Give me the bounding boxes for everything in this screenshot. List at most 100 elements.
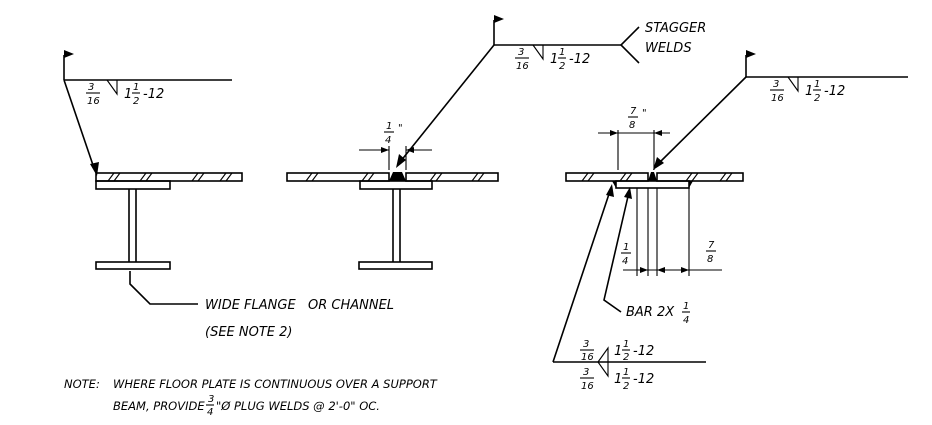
right-plate-hatch bbox=[581, 172, 733, 182]
left-detail: 3 16 1 1 2 -12 WIDE FLANGE OR CHANNEL (S… bbox=[63, 50, 394, 340]
middle-dim-arrow-l bbox=[381, 147, 389, 153]
right-bl-length-frac-den: 2 bbox=[623, 381, 629, 392]
right-bu-size-den: 16 bbox=[581, 352, 594, 363]
right-bl-size-den: 16 bbox=[581, 381, 594, 392]
middle-tail bbox=[619, 26, 640, 64]
right-low-arrow-2 bbox=[657, 267, 665, 273]
right-dim-b-den: 8 bbox=[707, 254, 713, 265]
right-bu-size-num: 3 bbox=[583, 339, 589, 350]
middle-pitch: -12 bbox=[569, 52, 590, 67]
right-bar-frac-den: 4 bbox=[683, 315, 689, 326]
note-line1: WHERE FLOOR PLATE IS CONTINUOUS OVER A S… bbox=[113, 377, 438, 391]
note-prefix: NOTE: bbox=[64, 377, 100, 391]
left-fillet-weld-symbol bbox=[106, 79, 118, 96]
right-bar-leader bbox=[603, 191, 630, 313]
right-flag bbox=[746, 50, 756, 58]
right-bu-length-frac-num: 1 bbox=[623, 339, 629, 350]
middle-fillet-weld-symbol bbox=[532, 44, 544, 61]
left-flag bbox=[64, 50, 74, 58]
middle-plate-right bbox=[405, 172, 499, 182]
right-length-whole: 1 bbox=[805, 84, 813, 99]
right-fillet-weld-symbol bbox=[787, 76, 799, 93]
right-plate-left bbox=[565, 172, 649, 182]
note-frac-den: 4 bbox=[207, 407, 213, 418]
left-beam-top-flange bbox=[95, 180, 171, 190]
middle-gap-mark: " bbox=[398, 123, 403, 134]
left-label-line1: WIDE FLANGE bbox=[205, 298, 296, 313]
left-beam-bottom-flange bbox=[95, 261, 171, 270]
right-pitch: -12 bbox=[824, 84, 845, 99]
right-detail: 7 8 " 3 16 1 1 2 -12 1 4 7 8 bbox=[552, 50, 908, 392]
left-arrow-head bbox=[90, 162, 99, 176]
right-length-frac-num: 1 bbox=[814, 79, 820, 90]
right-gap-den: 8 bbox=[629, 120, 635, 131]
right-bottom-arrow-head bbox=[606, 184, 614, 197]
right-bu-pitch: -12 bbox=[633, 344, 654, 359]
right-bar-frac-num: 1 bbox=[683, 301, 689, 312]
right-bar-leader-arrow bbox=[624, 187, 632, 199]
middle-length-whole: 1 bbox=[550, 52, 558, 67]
left-length-frac-den: 2 bbox=[133, 96, 139, 107]
left-floor-plate bbox=[95, 172, 243, 182]
note-line2a: BEAM, PROVIDE bbox=[113, 399, 205, 413]
right-gap-mark: " bbox=[642, 108, 647, 119]
right-bottom-arrow-leader bbox=[552, 187, 612, 363]
right-dim-b-num: 7 bbox=[708, 240, 715, 251]
right-arrow-head bbox=[653, 157, 664, 170]
middle-size-den: 16 bbox=[516, 61, 529, 72]
left-length-frac-num: 1 bbox=[133, 82, 139, 93]
middle-tail-line1: STAGGER bbox=[645, 21, 706, 36]
middle-size-num: 3 bbox=[518, 47, 524, 58]
right-length-frac-den: 2 bbox=[814, 93, 820, 104]
left-length-whole: 1 bbox=[124, 87, 132, 102]
middle-arrow-head bbox=[396, 154, 406, 168]
left-pitch: -12 bbox=[143, 87, 164, 102]
general-note: NOTE: WHERE FLOOR PLATE IS CONTINUOUS OV… bbox=[64, 377, 438, 418]
right-bl-length-frac-num: 1 bbox=[623, 367, 629, 378]
right-bl-size-num: 3 bbox=[583, 367, 589, 378]
right-low-arrow-3 bbox=[681, 267, 689, 273]
right-bu-length: 1 bbox=[614, 344, 622, 359]
middle-beam-top-flange bbox=[359, 180, 433, 190]
middle-detail: 1 4 " 3 16 1 1 2 -12 STAGGER WELDS bbox=[286, 15, 706, 270]
right-dim-arrow-l bbox=[610, 130, 618, 136]
middle-plate-left bbox=[286, 172, 390, 182]
right-bar-fillet-r bbox=[689, 181, 693, 188]
right-arrow-leader bbox=[657, 76, 747, 165]
right-plate-right bbox=[656, 172, 744, 182]
middle-plate-hatch bbox=[305, 172, 485, 182]
right-bar-fillet-l bbox=[612, 181, 616, 188]
right-plug-weld bbox=[648, 172, 657, 181]
right-bar-label: BAR 2X bbox=[626, 305, 675, 320]
right-dim-arrow-r bbox=[654, 130, 662, 136]
middle-arrow-leader bbox=[399, 44, 495, 163]
right-bottom-upper-fillet-symbol bbox=[597, 346, 609, 363]
left-label-line1b: OR CHANNEL bbox=[308, 298, 394, 313]
right-bl-pitch: -12 bbox=[633, 372, 654, 387]
middle-flag bbox=[494, 15, 504, 23]
right-bottom-lower-fillet-symbol bbox=[597, 361, 609, 378]
middle-beam-bottom-flange bbox=[358, 261, 433, 270]
middle-length-frac-den: 2 bbox=[559, 61, 565, 72]
right-backing-bar bbox=[615, 180, 690, 189]
right-dim-a-num: 1 bbox=[623, 242, 629, 253]
left-arrow-leader bbox=[63, 79, 96, 172]
left-plate-hatch bbox=[107, 172, 233, 182]
note-line2b: "Ø PLUG WELDS @ 2'-0" OC. bbox=[216, 399, 380, 413]
right-dim-a-den: 4 bbox=[622, 256, 628, 267]
middle-gap-num: 1 bbox=[386, 121, 392, 132]
right-gap-num: 7 bbox=[630, 106, 637, 117]
middle-gap-den: 4 bbox=[385, 135, 391, 146]
right-size-den: 16 bbox=[771, 93, 784, 104]
left-size-num: 3 bbox=[88, 82, 94, 93]
right-bu-length-frac-den: 2 bbox=[623, 352, 629, 363]
middle-length-frac-num: 1 bbox=[559, 47, 565, 58]
right-bl-length: 1 bbox=[614, 372, 622, 387]
middle-tail-line2: WELDS bbox=[645, 41, 692, 56]
left-size-den: 16 bbox=[87, 96, 100, 107]
left-label-leader bbox=[129, 271, 198, 305]
left-label-line2: (SEE NOTE 2) bbox=[205, 325, 292, 340]
note-frac-num: 3 bbox=[208, 394, 214, 405]
